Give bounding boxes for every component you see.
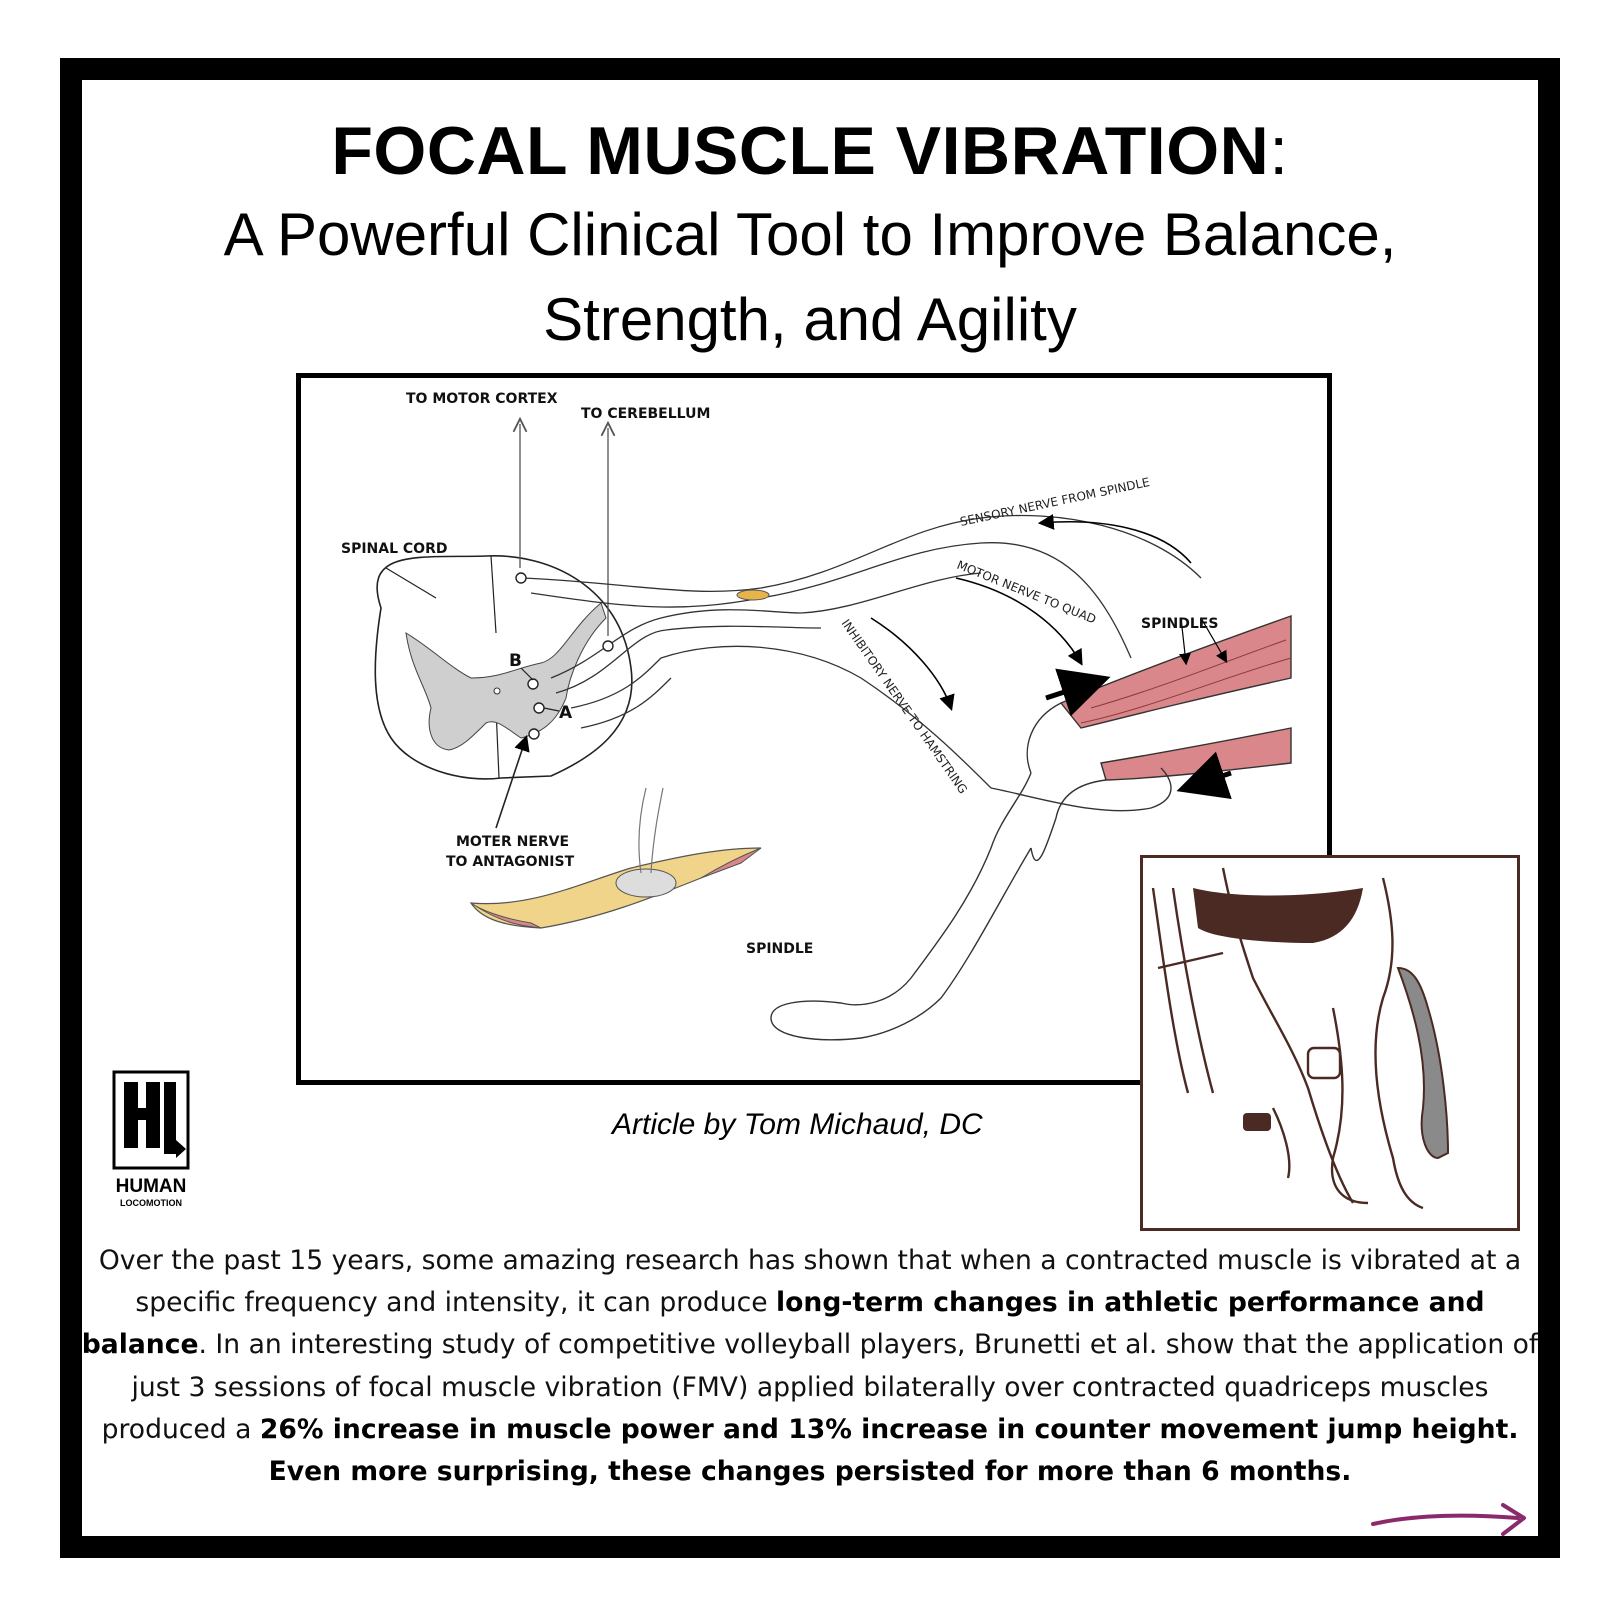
title-bold: FOCAL MUSCLE VIBRATION	[331, 113, 1270, 189]
hamstring-muscle	[1100, 727, 1292, 781]
logo-locomotion: LOCOMOTION	[120, 1198, 182, 1208]
spindle-illustration	[469, 787, 762, 929]
article-intro: Over the past 15 years, some amazing res…	[80, 1240, 1540, 1493]
logo-human: HUMAN	[116, 1176, 187, 1197]
label-sensory-nerve: SENSORY NERVE FROM SPINDLE	[959, 475, 1151, 529]
label-to-motor-cortex: TO MOTOR CORTEX	[406, 391, 558, 407]
nerve-bundle	[522, 514, 1202, 789]
leg-outline	[770, 702, 1172, 1041]
label-moter-nerve-line1: MOTER NERVE	[456, 834, 569, 850]
body-text-1: Over the past 15 years, some amazing res…	[98, 1245, 1522, 1319]
inset-svg	[1151, 867, 1450, 1210]
quadriceps-muscle	[1059, 615, 1292, 729]
label-b: B	[509, 651, 522, 671]
human-locomotion-logo: HUMAN LOCOMOTION	[112, 1070, 194, 1212]
next-arrow-icon[interactable]	[1368, 1500, 1532, 1540]
logo-svg: HUMAN LOCOMOTION	[112, 1070, 190, 1208]
title-colon: :	[1269, 113, 1289, 189]
body-bold-1: long-term changes in athletic performanc…	[81, 1287, 1485, 1361]
label-moter-nerve-line2: TO ANTAGONIST	[446, 854, 575, 870]
vibration-device-illustration	[1140, 855, 1520, 1231]
label-to-cerebellum: TO CEREBELLUM	[581, 406, 710, 422]
label-spindles: SPINDLES	[1141, 616, 1218, 632]
byline: Article by Tom Michaud, DC	[612, 1108, 983, 1141]
label-spinal-cord: SPINAL CORD	[341, 541, 447, 557]
page-title: FOCAL MUSCLE VIBRATION:	[0, 112, 1620, 190]
subtitle-line2: Strength, and Agility	[543, 286, 1077, 353]
body-bold-2: 26% increase in muscle power and 13% inc…	[259, 1413, 1519, 1488]
label-spindle: SPINDLE	[746, 941, 813, 957]
body-text-2: . In an interesting study of competitive…	[101, 1329, 1539, 1445]
subtitle-line1: A Powerful Clinical Tool to Improve Bala…	[223, 201, 1397, 268]
label-a: A	[559, 703, 573, 723]
spinal-cord-section	[374, 555, 633, 780]
reflex-diagram-svg: TO MOTOR CORTEX TO CEREBELLUM SPINAL COR…	[341, 391, 1292, 1041]
label-motor-nerve-quad: MOTOR NERVE TO QUAD	[955, 558, 1098, 627]
